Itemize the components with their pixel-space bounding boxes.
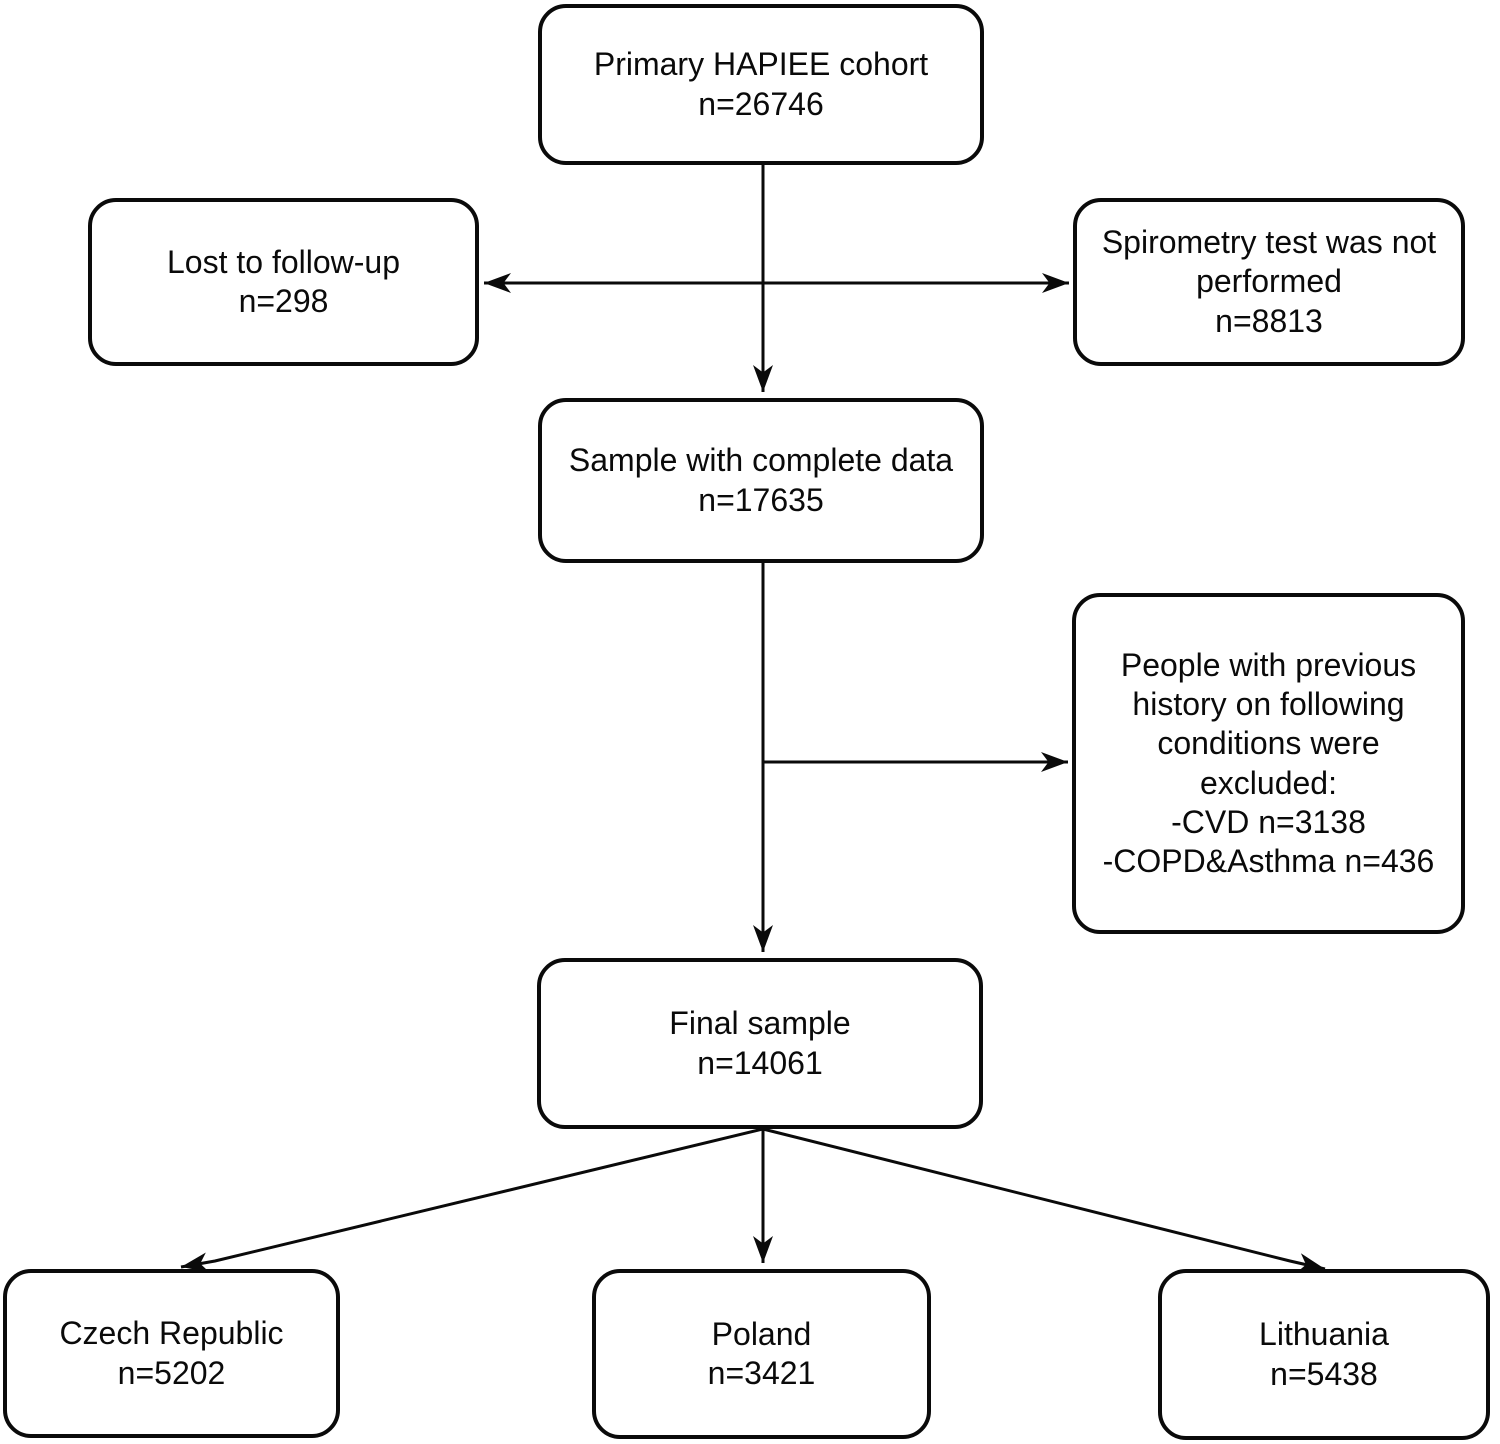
node-label: Lost to follow-up xyxy=(166,243,400,280)
node-lost-to-follow-up: Lost to follow-up n=298 xyxy=(88,198,479,366)
node-label: performed xyxy=(1196,263,1342,300)
node-spirometry-not-performed: Spirometry test was not performed n=8813 xyxy=(1073,198,1465,366)
node-count: n=17635 xyxy=(698,481,824,518)
edge-final-to-lithuania-arrow xyxy=(762,1127,1326,1273)
node-label: Lithuania xyxy=(1259,1316,1389,1353)
node-count: n=14061 xyxy=(697,1044,823,1081)
node-label: excluded: xyxy=(1200,764,1337,801)
node-count: n=298 xyxy=(238,283,329,319)
node-sample-complete-data: Sample with complete data n=17635 xyxy=(538,398,984,563)
node-count: n=5438 xyxy=(1270,1355,1378,1392)
node-label: Primary HAPIEE cohort xyxy=(593,46,929,83)
node-label: Spirometry test was not xyxy=(1101,224,1437,261)
node-label: history on following xyxy=(1132,686,1405,723)
node-final-sample: Final sample n=14061 xyxy=(537,958,983,1129)
node-excluded-conditions: People with previous history on followin… xyxy=(1072,593,1465,934)
node-label: conditions were xyxy=(1157,725,1380,762)
node-label: Czech Republic xyxy=(59,1315,284,1352)
node-count: n=5202 xyxy=(117,1354,226,1391)
node-czech-republic: Czech Republic n=5202 xyxy=(3,1269,340,1438)
node-primary-hapiee-cohort: Primary HAPIEE cohort n=26746 xyxy=(538,4,984,165)
excluded-copd-asthma-count: -COPD&Asthma n=436 xyxy=(1102,842,1435,879)
node-label: Sample with complete data xyxy=(568,442,954,479)
excluded-cvd-count: -CVD n=3138 xyxy=(1171,803,1366,840)
node-count: n=26746 xyxy=(698,85,824,122)
edge-final-to-czech-arrow xyxy=(180,1127,764,1273)
node-label: Final sample xyxy=(669,1005,851,1042)
node-lithuania: Lithuania n=5438 xyxy=(1158,1269,1490,1440)
node-count: n=3421 xyxy=(707,1355,816,1391)
node-label: People with previous xyxy=(1120,647,1417,684)
node-count: n=8813 xyxy=(1215,302,1323,339)
node-label: Poland xyxy=(711,1315,812,1352)
node-poland: Poland n=3421 xyxy=(592,1269,931,1439)
